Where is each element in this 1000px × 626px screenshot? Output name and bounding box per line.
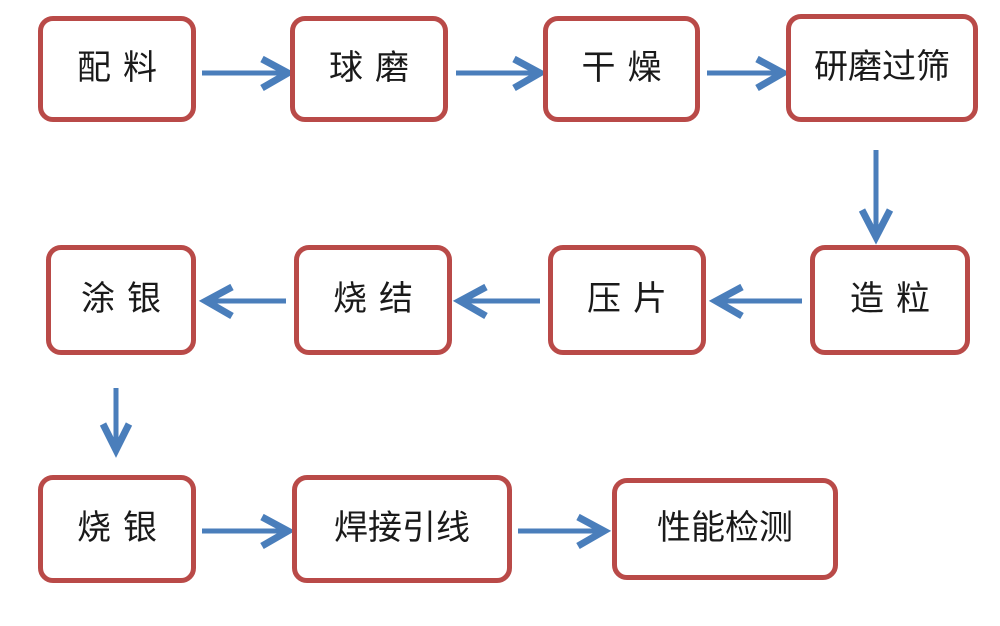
arrow-ganzao-to-yanmoguoshai	[707, 55, 791, 92]
node-label: 焊接引线	[334, 510, 470, 547]
arrow-tuyin-to-shaoyin	[99, 388, 133, 458]
arrow-shaoyin-to-hanjieyinxian	[202, 513, 296, 550]
node-tuyin[interactable]: 涂银	[46, 245, 196, 355]
arrow-yanmoguoshai-to-zaoli	[858, 150, 894, 245]
node-qiumo[interactable]: 球磨	[290, 16, 448, 122]
node-label: 干燥	[581, 50, 674, 87]
node-label: 涂银	[81, 281, 173, 318]
node-label: 研磨过筛	[814, 49, 950, 86]
arrow-peiliao-to-qiumo	[202, 55, 296, 92]
node-shaojie[interactable]: 烧结	[294, 245, 452, 355]
arrow-hanjieyinxian-to-xingnengjiance	[518, 513, 612, 550]
node-zaoli[interactable]: 造粒	[810, 245, 970, 355]
node-label: 烧结	[333, 281, 425, 318]
node-hanjieyinxian[interactable]: 焊接引线	[292, 475, 512, 583]
node-label: 烧银	[77, 510, 169, 547]
node-label: 球磨	[329, 50, 421, 87]
node-yapian[interactable]: 压片	[548, 245, 706, 355]
arrow-zaoli-to-yapian	[708, 283, 802, 320]
node-label: 造粒	[850, 281, 942, 318]
node-label: 压片	[587, 281, 679, 318]
node-label: 性能检测	[657, 510, 793, 547]
node-shaoyin[interactable]: 烧银	[38, 475, 196, 583]
node-ganzao[interactable]: 干燥	[543, 16, 700, 122]
arrow-shaojie-to-tuyin	[198, 283, 286, 320]
node-peiliao[interactable]: 配料	[38, 16, 196, 122]
node-yanmoguoshai[interactable]: 研磨过筛	[786, 14, 978, 122]
node-xingnengjiance[interactable]: 性能检测	[612, 478, 838, 580]
arrow-qiumo-to-ganzao	[456, 55, 548, 92]
node-label: 配料	[77, 50, 169, 87]
arrow-yapian-to-shaojie	[452, 283, 540, 320]
